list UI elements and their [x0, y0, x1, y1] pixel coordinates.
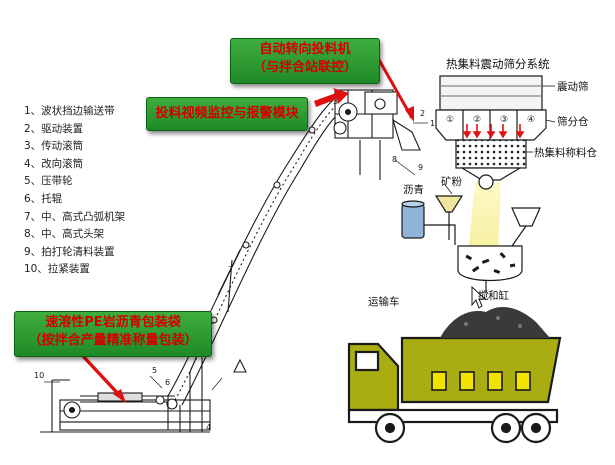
asphalt-tank: [401, 203, 425, 239]
truck-label: 运输车: [368, 296, 400, 308]
mixer-symbol-label: 搅: [478, 290, 489, 302]
weighing-bin: [455, 139, 527, 169]
bin-numbers: ① ② ③ ④: [446, 115, 535, 125]
bin-number: ②: [473, 115, 481, 125]
system-title: 热集料震动筛分系统: [446, 57, 550, 71]
belt-inner: [181, 102, 353, 406]
screen-arrows: [462, 124, 525, 139]
part-number: 8: [392, 155, 397, 164]
vibrating-screen: [439, 75, 543, 111]
callout-line: 速溶性PE岩沥青包装袋: [45, 315, 181, 330]
callout-line: （按拌合产量精准称量包装）: [28, 333, 198, 348]
legend-item: 1、波状挡边输送带: [24, 105, 115, 117]
legend-item: 8、中、高式头架: [24, 228, 105, 241]
discharge-chute: [392, 118, 421, 151]
mixer-drum: [457, 245, 523, 282]
screen-bins-label: 筛分仓: [557, 116, 589, 128]
part-number: 10: [34, 371, 44, 380]
legend-item: 2、驱动装置: [24, 122, 84, 135]
bin-number: ③: [500, 115, 508, 125]
cab-window: [354, 350, 380, 372]
aggregate-stream: [466, 182, 501, 260]
callout-auto-feeder: 自动转向投料机 （与拌合站联控）: [230, 38, 380, 84]
additive-hopper: [511, 207, 541, 227]
legend-item: 5、压带轮: [24, 175, 73, 188]
part-number: 4: [206, 423, 211, 432]
arrow-middle: [314, 88, 349, 107]
part-number: 2: [420, 109, 425, 118]
callout-pe-bag: 速溶性PE岩沥青包装袋 （按拌合产量精准称量包装）: [14, 311, 212, 357]
bin-number: ④: [527, 115, 535, 125]
mixer-label: 和缸: [488, 290, 509, 302]
callout-line: （与拌合站联控）: [252, 60, 357, 75]
legend-item: 10、拉紧装置: [24, 263, 90, 276]
asphalt-label: 沥青: [403, 184, 424, 196]
chute-elbow: [478, 174, 494, 190]
truck-bed: [400, 336, 562, 404]
callout-video-monitor: 投料视频监控与报警模块: [146, 97, 308, 131]
part-number: 3: [333, 97, 338, 106]
truck-load: [440, 307, 550, 338]
conveyor-part-numbers: 1 2 3 4 5 6 7 8 9 10: [34, 97, 435, 432]
part-number: 6: [165, 378, 170, 387]
vibrating-screen-label: 震动筛: [557, 81, 589, 93]
part-number: 9: [418, 163, 423, 172]
bin-number: ①: [446, 115, 454, 125]
callout-arrows: [80, 57, 414, 403]
parts-legend: 1、波状挡边输送带 2、驱动装置 3、传动滚筒 4、改向滚筒 5、压带轮 6、托…: [24, 103, 125, 279]
arrow-bottom: [80, 353, 124, 400]
legend-item: 7、中、高式凸弧机架: [24, 210, 126, 223]
mineral-powder-label: 矿粉: [441, 176, 462, 188]
powder-funnel: [434, 195, 464, 213]
part-number: 1: [430, 119, 435, 128]
callout-line: 自动转向投料机: [259, 42, 351, 57]
legend-item: 4、改向滚筒: [24, 157, 84, 170]
legend-item: 9、拍打轮清料装置: [24, 245, 115, 258]
weighing-bin-label: 热集料称料仓: [534, 147, 597, 159]
part-number: 7: [228, 265, 233, 274]
part-number: 5: [152, 366, 157, 375]
legend-item: 3、传动滚筒: [24, 140, 84, 153]
arrow-top: [376, 57, 414, 119]
callout-line: 投料视频监控与报警模块: [155, 106, 299, 121]
snub-pulley: [333, 121, 347, 135]
legend-item: 6、托辊: [24, 192, 63, 205]
cursor-icon: [471, 285, 487, 309]
dump-truck: [347, 307, 562, 444]
